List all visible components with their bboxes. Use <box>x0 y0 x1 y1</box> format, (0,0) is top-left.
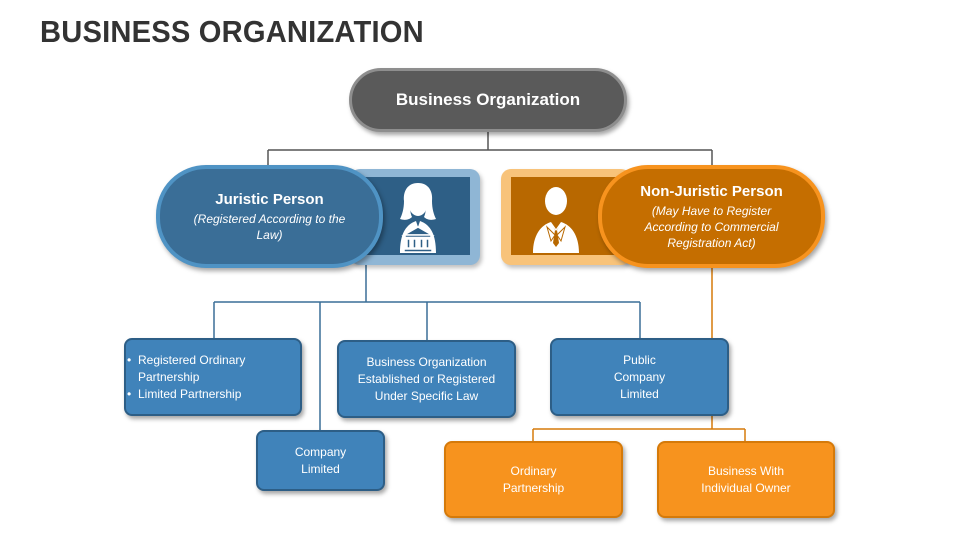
ordinary-partnership-label: Ordinary Partnership <box>502 463 565 495</box>
partnership-list: Registered Ordinary Partnership Limited … <box>126 352 300 403</box>
businesswoman-bank-icon <box>400 183 436 253</box>
partnership-box: Registered Ordinary Partnership Limited … <box>124 338 302 416</box>
juristic-title: Juristic Person <box>215 190 324 208</box>
individual-owner-box: Business With Individual Owner <box>657 441 835 518</box>
company-limited-box: Company Limited <box>256 430 385 491</box>
non-juristic-title: Non-Juristic Person <box>640 182 783 200</box>
non-juristic-subtitle: (May Have to Register According to Comme… <box>644 203 779 250</box>
root-label: Business Organization <box>395 90 581 109</box>
public-company-box: Public Company Limited <box>550 338 729 416</box>
public-company-label: Public Company Limited <box>613 352 666 401</box>
list-item: Limited Partnership <box>126 386 300 403</box>
businessman-icon <box>533 187 579 253</box>
list-item: Registered Ordinary Partnership <box>126 352 300 386</box>
root-node: Business Organization <box>349 68 627 132</box>
juristic-subtitle: (Registered According to the Law) <box>193 211 346 242</box>
company-limited-label: Company Limited <box>294 444 347 476</box>
juristic-connector <box>213 265 641 432</box>
root-connector <box>267 132 713 168</box>
non-juristic-person-node: Non-Juristic Person (May Have to Registe… <box>598 165 825 268</box>
specific-law-label: Business Organization Established or Reg… <box>357 354 496 403</box>
ordinary-partnership-box: Ordinary Partnership <box>444 441 623 518</box>
individual-owner-label: Business With Individual Owner <box>701 463 791 495</box>
specific-law-box: Business Organization Established or Reg… <box>337 340 516 418</box>
page-title: BUSINESS ORGANIZATION <box>40 14 424 49</box>
juristic-person-node: Juristic Person (Registered According to… <box>156 165 383 268</box>
